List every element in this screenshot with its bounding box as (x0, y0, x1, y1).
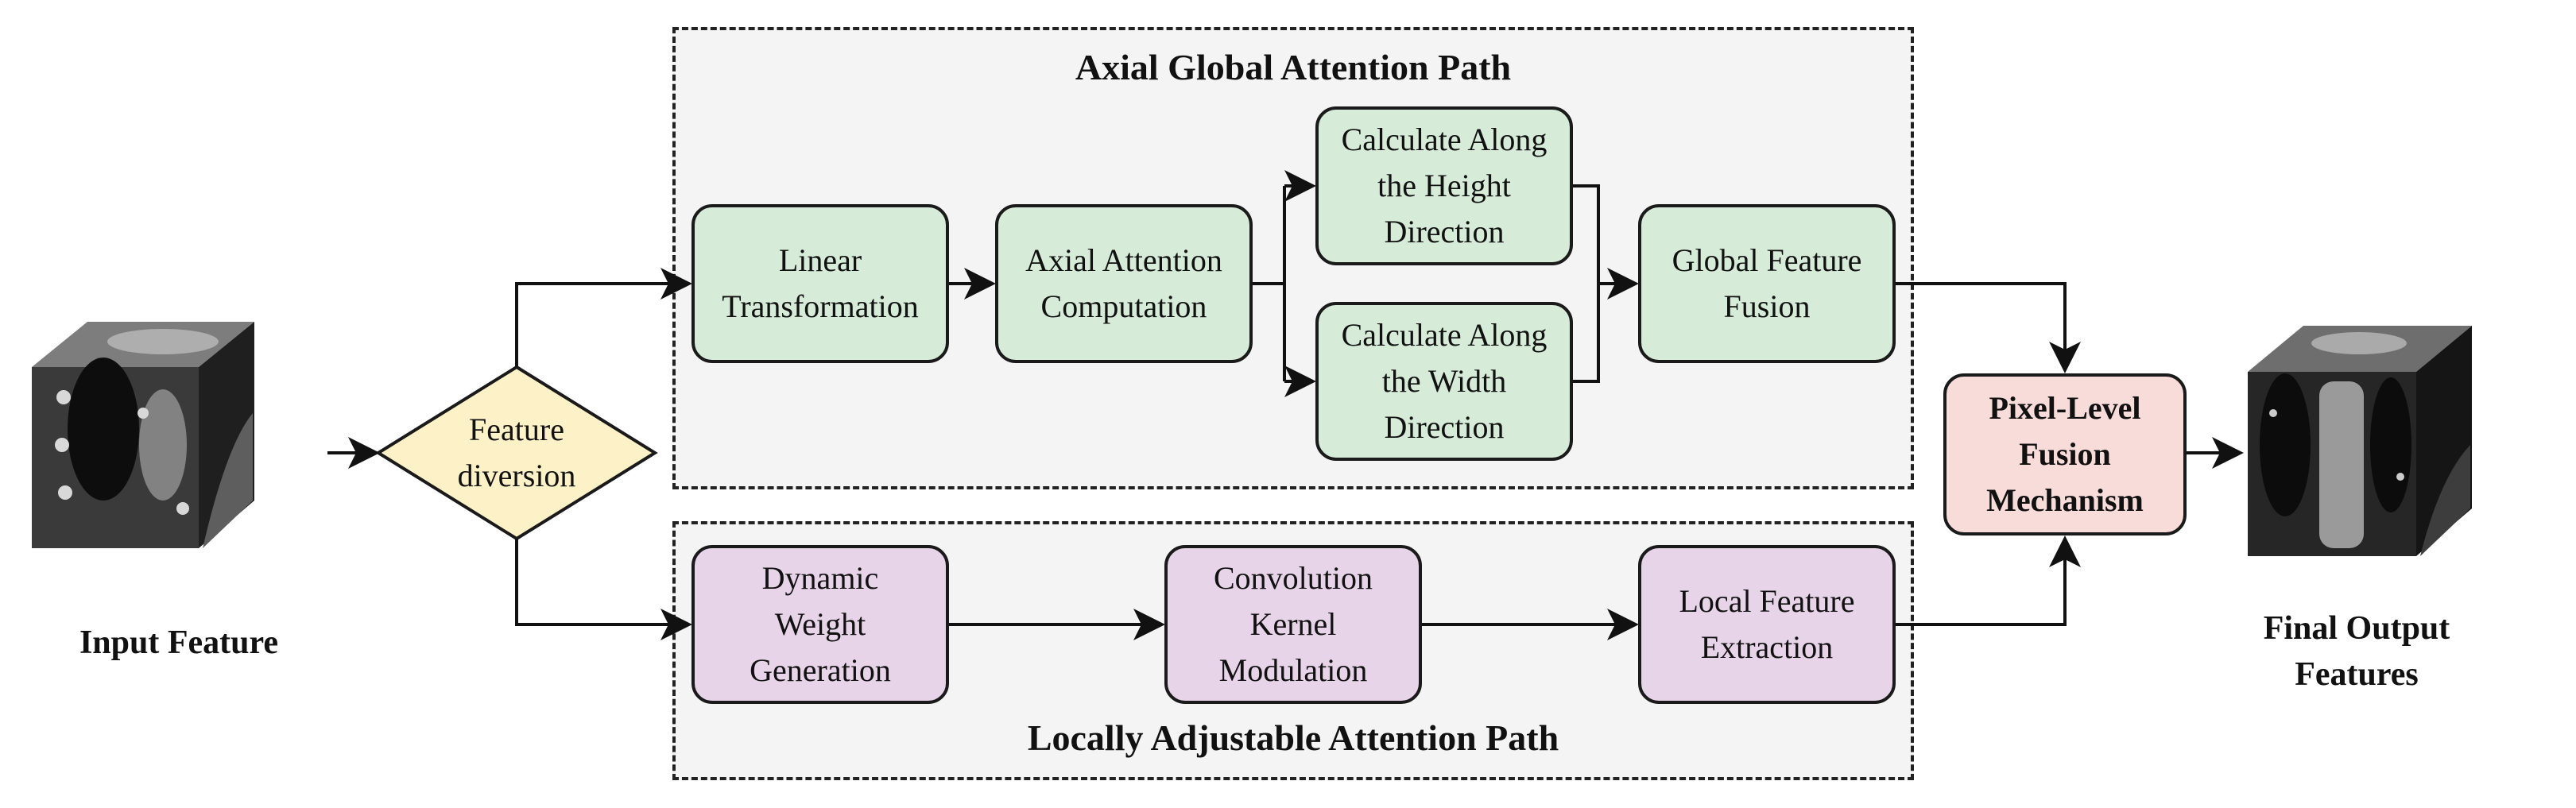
global-feature-fusion-box: Global Feature Fusion (1638, 204, 1896, 363)
local-feature-extraction-box: Local Feature Extraction (1638, 545, 1896, 704)
local-path-title: Locally Adjustable Attention Path (1027, 717, 1559, 758)
dynamic-weight-box: Dynamic Weight Generation (691, 545, 949, 704)
input-volume-image (32, 322, 254, 548)
kernel-modulation-box: Convolution Kernel Modulation (1164, 545, 1422, 704)
height-direction-box: Calculate Along the Height Direction (1315, 106, 1573, 265)
pixel-level-fusion-box: Pixel-Level Fusion Mechanism (1943, 373, 2187, 535)
width-direction-box: Calculate Along the Width Direction (1315, 302, 1573, 461)
feature-diversion-label: Feature diversion (457, 412, 576, 493)
input-feature-caption: Input Feature (79, 624, 279, 661)
linear-transformation-box: Linear Transformation (691, 204, 949, 363)
axial-attention-box: Axial Attention Computation (995, 204, 1253, 363)
final-output-caption: Final Output Features (2263, 610, 2450, 693)
output-volume-image (2248, 326, 2472, 556)
global-path-title: Axial Global Attention Path (1075, 47, 1512, 87)
